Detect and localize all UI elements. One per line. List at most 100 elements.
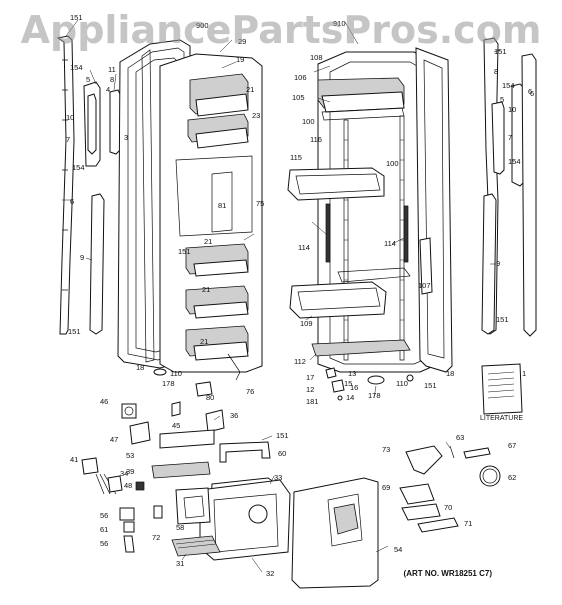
callout-13: 13 xyxy=(348,369,356,378)
dispenser-part-63 xyxy=(449,445,455,459)
callout-154: 154 xyxy=(508,157,521,166)
callout-151: 151 xyxy=(70,13,83,22)
callout-151: 151 xyxy=(494,47,507,56)
callout-900: 900 xyxy=(196,21,209,30)
callout-61: 61 xyxy=(100,525,108,534)
callout-178: 178 xyxy=(162,379,175,388)
callout-39: 39 xyxy=(126,467,134,476)
dispenser-wiring-34 xyxy=(95,473,123,495)
callout-12: 12 xyxy=(306,385,314,394)
dispenser-part-72 xyxy=(153,505,163,519)
callout-154: 154 xyxy=(70,63,83,72)
callout-23: 23 xyxy=(252,111,260,120)
door-shelf-supports xyxy=(325,203,433,295)
callout-18: 18 xyxy=(446,369,454,378)
callout-29: 29 xyxy=(238,37,246,46)
dispenser-part-67 xyxy=(463,447,491,459)
dispenser-ring-62 xyxy=(479,465,501,487)
callout-154: 154 xyxy=(72,163,85,172)
literature-booklet xyxy=(481,363,523,415)
callout-154: 154 xyxy=(502,81,515,90)
callout-34: 34 xyxy=(120,469,128,478)
dispenser-part-48 xyxy=(135,481,145,491)
callout-151: 151 xyxy=(424,381,437,390)
callout-70: 70 xyxy=(444,503,452,512)
callout-67: 67 xyxy=(508,441,516,450)
callout-48: 48 xyxy=(124,481,132,490)
callout-16: 16 xyxy=(350,383,358,392)
callout-10: 10 xyxy=(66,113,74,122)
fresh-food-door-shelf-upper xyxy=(287,167,385,201)
dispenser-part-56b xyxy=(123,535,135,553)
dispenser-chute-73 xyxy=(405,445,443,475)
callout-19: 19 xyxy=(236,55,244,64)
left-door-lower-strip xyxy=(89,193,105,335)
left-handle-assembly xyxy=(83,81,121,167)
callout-8: 8 xyxy=(494,67,498,76)
callout-9: 9 xyxy=(80,253,84,262)
callout-21: 21 xyxy=(204,237,212,246)
callout-21: 21 xyxy=(202,285,210,294)
callout-14: 14 xyxy=(346,393,354,402)
callout-110: 110 xyxy=(170,369,182,378)
dispenser-part-45 xyxy=(171,401,181,417)
callout-178: 178 xyxy=(368,391,381,400)
callout-63: 63 xyxy=(456,433,464,442)
callout-105: 105 xyxy=(292,93,305,102)
callout-115: 115 xyxy=(290,153,302,162)
callout-10: 10 xyxy=(508,105,516,114)
callout-21: 21 xyxy=(200,337,208,346)
callout-76: 76 xyxy=(246,387,254,396)
callout-116: 116 xyxy=(310,135,322,144)
dispenser-part-41 xyxy=(81,457,99,475)
callout-73: 73 xyxy=(382,445,390,454)
callout-114: 114 xyxy=(384,239,396,248)
callout-17: 17 xyxy=(306,373,314,382)
callout-53: 53 xyxy=(126,451,134,460)
callout-106: 106 xyxy=(294,73,307,82)
dispenser-bracket-60 xyxy=(219,441,271,463)
callout-5: 5 xyxy=(86,75,90,84)
left-door-trim-strip xyxy=(56,35,75,335)
callout-36: 36 xyxy=(230,411,238,420)
dispenser-door-panel-54 xyxy=(291,477,379,589)
dispenser-part-56 xyxy=(119,507,135,521)
callout-54: 54 xyxy=(394,545,402,554)
dispenser-part-69 xyxy=(399,483,435,505)
callout-6: 6 xyxy=(70,197,74,206)
callout-21: 21 xyxy=(246,85,254,94)
callout-47: 47 xyxy=(110,435,118,444)
dispenser-part-71 xyxy=(417,517,459,533)
dispenser-drip-tray-31 xyxy=(171,535,221,557)
callout-3: 3 xyxy=(124,133,128,142)
literature-label: LITERATURE xyxy=(480,415,524,422)
fresh-food-door-outer-panel xyxy=(415,47,453,373)
callout-151: 151 xyxy=(276,431,289,440)
callout-7: 7 xyxy=(66,135,70,144)
callout-107: 107 xyxy=(418,281,431,290)
dispenser-part-47 xyxy=(129,421,151,445)
callout-62: 62 xyxy=(508,473,516,482)
callout-108: 108 xyxy=(310,53,323,62)
callout-31: 31 xyxy=(176,559,184,568)
callout-100: 100 xyxy=(386,159,399,168)
callout-6: 6 xyxy=(530,89,534,98)
callout-7: 7 xyxy=(508,133,512,142)
callout-112: 112 xyxy=(294,357,306,366)
callout-32: 32 xyxy=(266,569,274,578)
callout-46: 46 xyxy=(100,397,108,406)
callout-110: 110 xyxy=(396,379,408,388)
callout-45: 45 xyxy=(172,421,180,430)
callout-181: 181 xyxy=(306,397,319,406)
callout-1: 1 xyxy=(522,369,526,378)
callout-151: 151 xyxy=(68,327,81,336)
callout-leaders xyxy=(62,19,501,573)
callout-18: 18 xyxy=(136,363,144,372)
freezer-door-gasket xyxy=(141,49,155,363)
callout-58: 58 xyxy=(176,523,184,532)
callout-56: 56 xyxy=(100,539,108,548)
art-number: (ART NO. WR18251 C7) xyxy=(403,569,492,578)
dispenser-part-36 xyxy=(205,409,225,433)
